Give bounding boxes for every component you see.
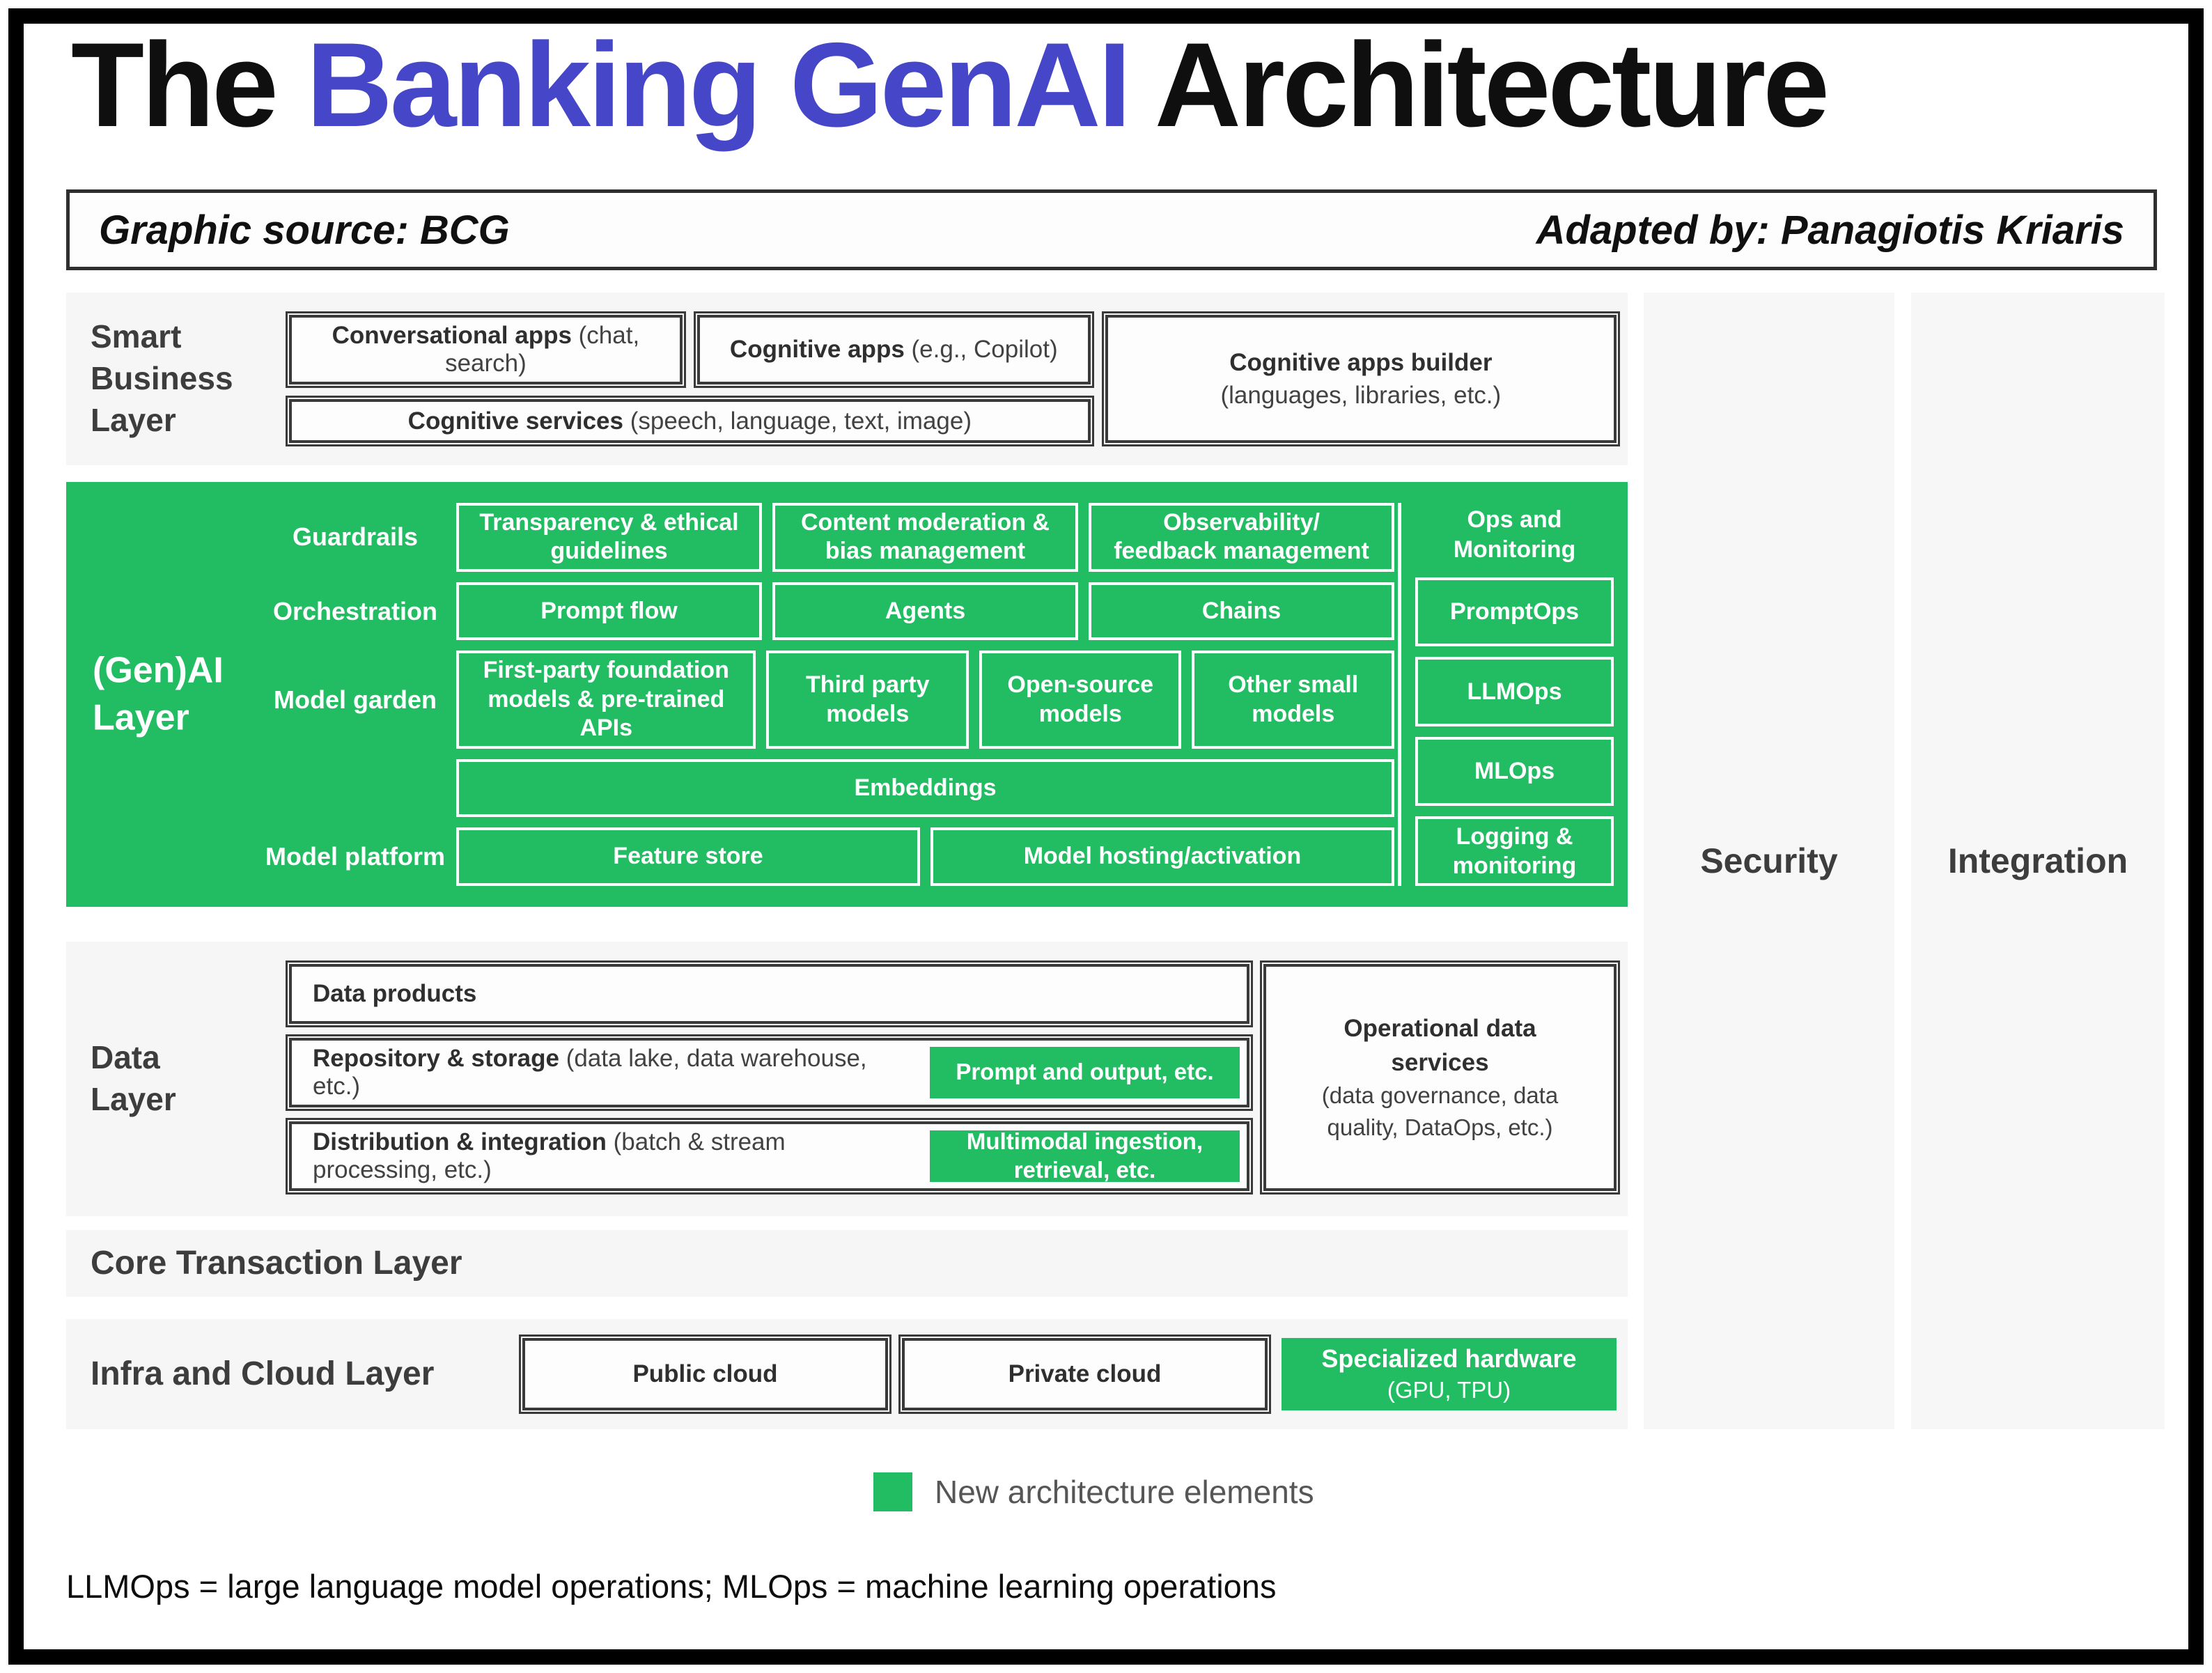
- mlops-box: MLOps: [1415, 736, 1614, 807]
- source-label: Graphic source: BCG: [99, 207, 510, 253]
- main-title: The Banking GenAI Architecture: [71, 18, 2147, 152]
- data-products-box: Data products: [286, 960, 1253, 1027]
- security-label: Security: [1700, 841, 1838, 880]
- genai-row-orchestration: Orchestration Prompt flow Agents Chains: [91, 582, 1394, 641]
- specialized-hardware-box: Specialized hardware (GPU, TPU): [1282, 1338, 1617, 1410]
- genai-row-model-platform: Model platform Feature store Model hosti…: [91, 827, 1394, 886]
- integration-column: Integration: [1911, 293, 2165, 1429]
- smart-business-layer-label: Smart Business Layer: [91, 318, 233, 438]
- title-part-architecture: Architecture: [1128, 18, 1830, 152]
- prompt-output-chip: Prompt and output, etc.: [930, 1046, 1240, 1098]
- operational-data-services-box: Operational data services (data governan…: [1260, 960, 1620, 1195]
- llmops-box: LLMOps: [1415, 657, 1614, 726]
- integration-label: Integration: [1947, 841, 2128, 880]
- open-source-models-box: Open-source models: [979, 651, 1182, 749]
- embeddings-box: Embeddings: [456, 758, 1394, 818]
- title-highlight-banking-genai: Banking GenAI: [306, 18, 1132, 152]
- infra-cloud-layer: Infra and Cloud Layer Public cloud Priva…: [66, 1319, 1628, 1429]
- other-small-models-box: Other small models: [1192, 651, 1394, 749]
- cognitive-apps-box: Cognitive apps (e.g., Copilot): [693, 311, 1094, 388]
- orchestration-label: Orchestration: [272, 596, 438, 625]
- data-layer-label: Data Layer: [91, 1039, 176, 1117]
- genai-layer: (Gen)AI Layer Guardrails Transparency & …: [66, 482, 1628, 907]
- ops-and-monitoring-heading: Ops and Monitoring: [1453, 506, 1576, 563]
- repository-storage-box: Repository & storage (data lake, data wa…: [286, 1034, 1253, 1111]
- prompt-flow-box: Prompt flow: [456, 582, 762, 641]
- genai-row-guardrails: Guardrails Transparency & ethical guidel…: [91, 503, 1394, 572]
- security-column: Security: [1644, 293, 1894, 1429]
- data-layer: Data Layer Data products Operational dat…: [66, 942, 1628, 1216]
- ops-and-monitoring-column: Ops and Monitoring PromptOps LLMOps MLOp…: [1415, 503, 1614, 886]
- core-transaction-layer: Core Transaction Layer: [66, 1230, 1628, 1297]
- genai-row-embeddings: Embeddings: [91, 758, 1394, 818]
- feature-store-box: Feature store: [456, 827, 920, 886]
- model-garden-label: Model garden: [273, 685, 437, 714]
- core-transaction-layer-label: Core Transaction Layer: [91, 1244, 462, 1282]
- data-layer-grid: Data products Operational data services …: [286, 960, 1620, 1195]
- genai-row-model-garden: Model garden First-party foundation mode…: [91, 651, 1394, 749]
- model-hosting-box: Model hosting/activation: [930, 827, 1394, 886]
- model-platform-label: Model platform: [265, 842, 445, 871]
- promptops-box: PromptOps: [1415, 577, 1614, 647]
- footnote: LLMOps = large language model operations…: [66, 1568, 1277, 1605]
- legend-label: New architecture elements: [935, 1474, 1314, 1510]
- agents-box: Agents: [772, 582, 1078, 641]
- content-moderation-box: Content moderation & bias management: [772, 503, 1078, 572]
- multimodal-ingestion-chip: Multimodal ingestion, retrieval, etc.: [930, 1128, 1240, 1183]
- source-bar: Graphic source: BCG Adapted by: Panagiot…: [66, 189, 2157, 270]
- public-cloud-box: Public cloud: [519, 1334, 891, 1414]
- ops-divider: [1398, 503, 1401, 886]
- private-cloud-box: Private cloud: [898, 1334, 1271, 1414]
- smart-business-layer: Smart Business Layer Conversational apps…: [66, 293, 1628, 465]
- embeddings-row-label: [265, 759, 446, 818]
- conversational-apps-box: Conversational apps (chat, search): [286, 311, 686, 388]
- infra-boxes: Public cloud Private cloud Specialized h…: [519, 1334, 1617, 1414]
- chains-box: Chains: [1089, 582, 1394, 641]
- genai-layer-label: (Gen)AI Layer: [93, 650, 224, 738]
- first-party-models-box: First-party foundation models & pre-trai…: [456, 651, 756, 749]
- cognitive-services-box: Cognitive services (speech, language, te…: [286, 396, 1094, 446]
- infra-cloud-layer-label: Infra and Cloud Layer: [91, 1355, 435, 1392]
- guardrails-label: Guardrails: [292, 522, 419, 552]
- smart-business-grid: Conversational apps (chat, search) Cogni…: [286, 311, 1621, 446]
- distribution-integration-box: Distribution & integration (batch & stre…: [286, 1117, 1253, 1195]
- transparency-box: Transparency & ethical guidelines: [456, 503, 762, 572]
- legend-green-swatch: [873, 1472, 912, 1511]
- adapted-by-label: Adapted by: Panagiotis Kriaris: [1536, 207, 2124, 253]
- cognitive-apps-builder-box: Cognitive apps builder (languages, libra…: [1101, 311, 1621, 446]
- legend: New architecture elements: [873, 1472, 1314, 1511]
- observability-box: Observability/ feedback management: [1089, 503, 1394, 572]
- title-part-the: The: [71, 18, 306, 152]
- logging-monitoring-box: Logging & monitoring: [1415, 816, 1614, 886]
- third-party-models-box: Third party models: [766, 651, 969, 749]
